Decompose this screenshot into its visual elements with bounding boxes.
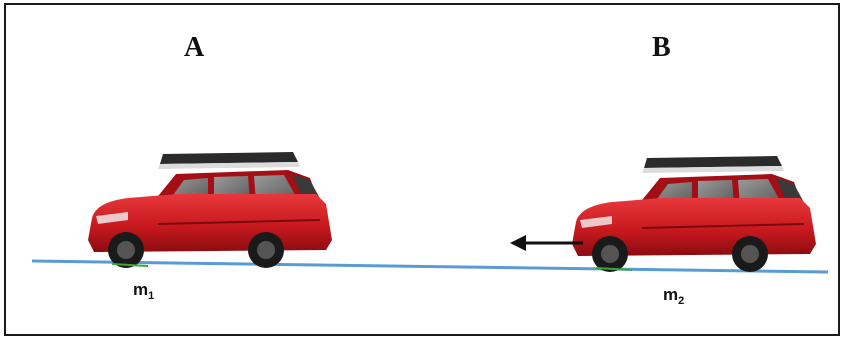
arrow-left-icon [510, 235, 583, 251]
mass-symbol: m [133, 280, 148, 299]
mass-subscript: 2 [678, 295, 684, 307]
suv-car-icon [88, 152, 332, 268]
car-a-label: A [184, 32, 204, 64]
mass-m1-label: m1 [133, 280, 154, 302]
suv-car-icon [572, 156, 816, 272]
mass-subscript: 1 [148, 290, 154, 302]
ground-line [32, 261, 828, 272]
mass-m2-label: m2 [663, 285, 684, 307]
mass-symbol: m [663, 285, 678, 304]
car-b-label: B [652, 32, 671, 64]
